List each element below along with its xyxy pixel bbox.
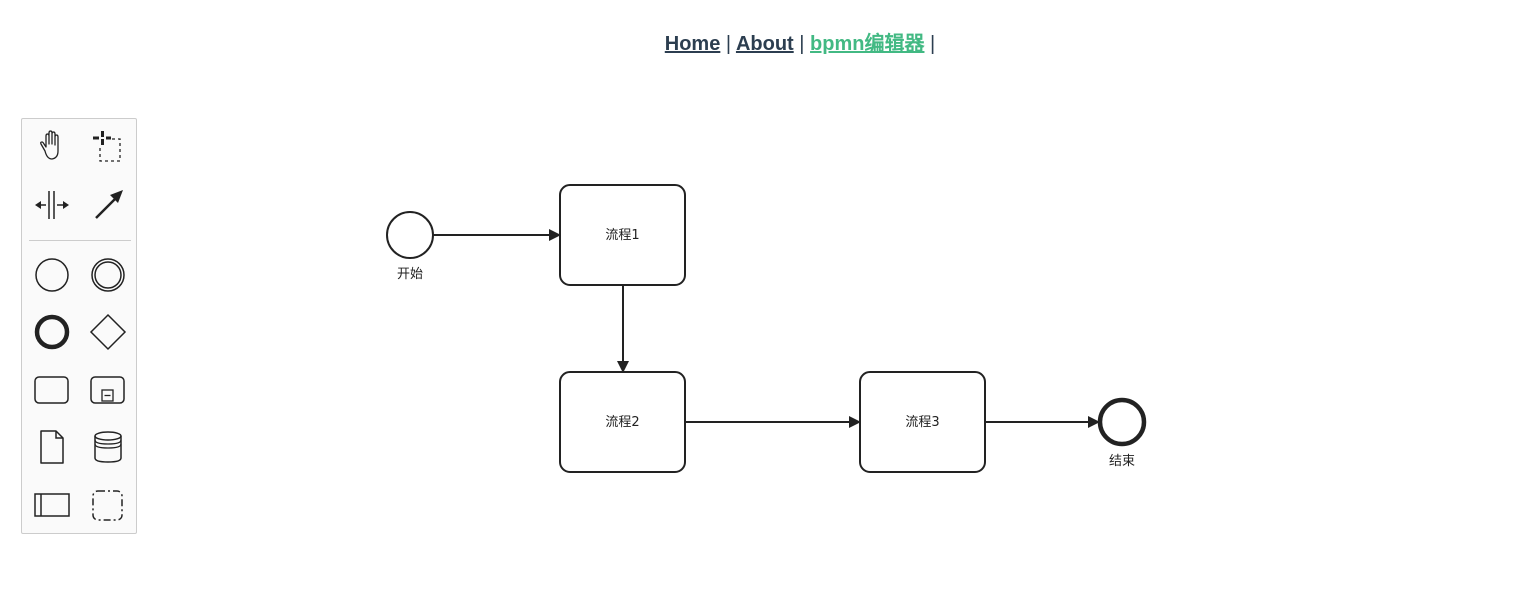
- end-event-label: 结束: [1109, 454, 1135, 469]
- intermediate-event-icon: [91, 258, 125, 292]
- global-connect-tool[interactable]: [88, 185, 128, 225]
- bpmn-palette: [21, 118, 137, 534]
- hand-icon: [40, 130, 59, 160]
- nav-home-link[interactable]: Home: [664, 33, 721, 55]
- start-event[interactable]: 开始: [386, 211, 434, 282]
- nav-separator: |: [930, 33, 936, 55]
- space-icon: [35, 191, 69, 219]
- nav-separator: |: [725, 33, 732, 55]
- task-3[interactable]: 流程3: [859, 371, 986, 473]
- end-event[interactable]: 结束: [1097, 397, 1147, 469]
- gateway-icon: [89, 313, 127, 351]
- create-intermediate-event[interactable]: [88, 255, 128, 295]
- top-nav: Home | About | bpmn编辑器 |: [0, 30, 1516, 58]
- palette-separator: [29, 240, 131, 241]
- create-gateway[interactable]: [88, 312, 128, 352]
- lasso-tool[interactable]: [88, 127, 128, 167]
- subprocess-icon: [90, 376, 125, 404]
- lasso-icon: [93, 131, 121, 162]
- data-store-icon: [94, 431, 122, 463]
- task-1-label: 流程1: [605, 228, 639, 243]
- space-tool[interactable]: [32, 185, 72, 225]
- start-event-icon: [35, 258, 69, 292]
- nav-bpmn-editor-link[interactable]: bpmn编辑器: [810, 33, 925, 55]
- connect-arrow-icon: [95, 190, 123, 219]
- create-task[interactable]: [32, 370, 72, 410]
- data-object-icon: [40, 430, 64, 464]
- create-data-object[interactable]: [32, 427, 72, 467]
- start-event-label: 开始: [397, 267, 423, 282]
- create-subprocess[interactable]: [88, 370, 128, 410]
- task-2-label: 流程2: [605, 415, 639, 430]
- task-2[interactable]: 流程2: [559, 371, 686, 473]
- nav-about-link[interactable]: About: [735, 33, 794, 55]
- create-start-event[interactable]: [32, 255, 72, 295]
- create-data-store[interactable]: [88, 427, 128, 467]
- group-icon: [92, 490, 123, 521]
- participant-icon: [34, 493, 70, 517]
- task-icon: [34, 376, 69, 404]
- hand-tool[interactable]: [32, 127, 72, 167]
- task-1[interactable]: 流程1: [559, 184, 686, 286]
- create-end-event[interactable]: [32, 312, 72, 352]
- end-event-icon: [34, 314, 70, 350]
- create-group[interactable]: [88, 485, 128, 525]
- nav-separator: |: [799, 33, 805, 55]
- task-3-label: 流程3: [905, 415, 939, 430]
- create-participant[interactable]: [32, 485, 72, 525]
